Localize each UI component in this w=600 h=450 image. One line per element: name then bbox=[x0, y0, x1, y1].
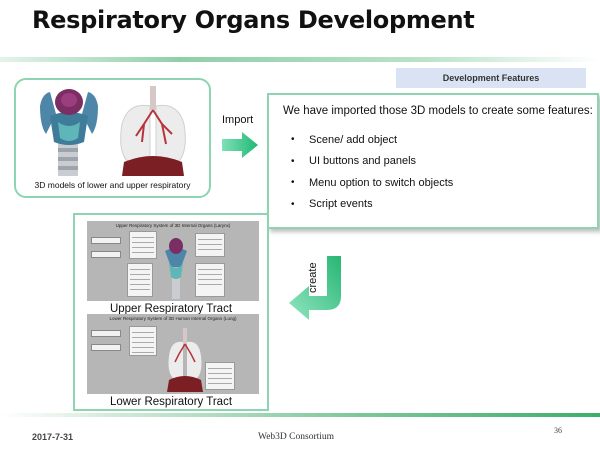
models-box: 3D models of lower and upper respiratory bbox=[14, 78, 211, 198]
footer-divider bbox=[0, 413, 600, 417]
mini-panel bbox=[129, 231, 157, 259]
models-caption: 3D models of lower and upper respiratory bbox=[34, 180, 191, 190]
lungs-model-image bbox=[167, 328, 203, 392]
slide-title: Respiratory Organs Development bbox=[32, 6, 475, 34]
list-item: •Scene/ add object bbox=[291, 133, 398, 146]
mini-panel bbox=[127, 263, 153, 297]
features-heading: We have imported those 3D models to crea… bbox=[283, 105, 593, 117]
mini-button bbox=[91, 251, 121, 258]
create-arrow-icon bbox=[289, 256, 341, 320]
respiratory-tracts-box: Upper Respiratory System of 3D Internal … bbox=[73, 213, 269, 411]
footer-date: 2017-7-31 bbox=[32, 432, 74, 442]
mini-button bbox=[91, 330, 121, 337]
mini-panel bbox=[205, 362, 235, 390]
upper-tract-caption: Upper Respiratory Tract bbox=[109, 303, 233, 315]
mini-panel bbox=[129, 326, 157, 356]
mini-button bbox=[91, 344, 121, 351]
mini-panel bbox=[195, 233, 225, 257]
import-label: Import bbox=[222, 114, 254, 126]
upper-tract-screenshot: Upper Respiratory System of 3D Internal … bbox=[87, 221, 259, 301]
page-number: 36 bbox=[554, 426, 562, 435]
features-box: We have imported those 3D models to crea… bbox=[267, 93, 599, 229]
title-divider bbox=[0, 57, 600, 62]
list-item: •UI buttons and panels bbox=[291, 155, 417, 168]
create-label: create bbox=[307, 262, 319, 294]
mini-panel bbox=[195, 263, 225, 297]
lower-tract-screenshot: Lower Respiratory System of 3D Human Int… bbox=[87, 314, 259, 394]
features-list: •Scene/ add object •UI buttons and panel… bbox=[291, 129, 453, 215]
larynx-model-image bbox=[165, 238, 187, 299]
development-features-tag: Development Features bbox=[396, 68, 586, 88]
list-item: •Menu option to switch objects bbox=[291, 176, 454, 189]
lower-tract-caption: Lower Respiratory Tract bbox=[109, 396, 233, 408]
footer-organization: Web3D Consortium bbox=[258, 432, 335, 442]
list-item: •Script events bbox=[291, 198, 373, 211]
import-arrow-icon bbox=[222, 132, 258, 158]
lungs-model-image bbox=[114, 84, 192, 176]
larynx-model-image bbox=[36, 86, 102, 176]
mini-button bbox=[91, 237, 121, 244]
